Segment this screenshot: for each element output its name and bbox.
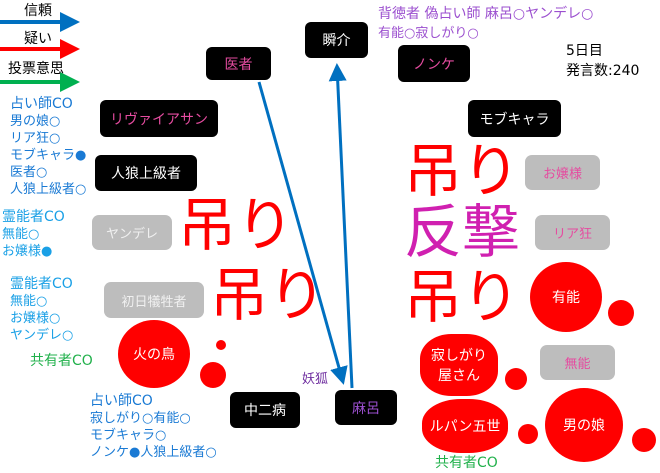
legend-arrow-vote: [0, 72, 80, 92]
player-otokonoko-dead[interactable]: 男の娘: [545, 388, 623, 462]
player-first-victim-dead[interactable]: 初日犠牲者: [104, 282, 204, 318]
blood-drop: [608, 300, 634, 326]
player-yandere-dead[interactable]: ヤンデレ: [92, 215, 172, 250]
player-doctor[interactable]: 医者: [206, 47, 271, 80]
player-lupin-dead[interactable]: ルパン五世: [422, 399, 508, 453]
player-mob[interactable]: モブキャラ: [468, 100, 561, 137]
counterattack-mark: 反撃: [404, 198, 521, 266]
sharer-claim-1: 共有者CO: [30, 353, 93, 369]
player-leviathan[interactable]: リヴァイアサン: [100, 100, 218, 137]
legend-trust: 信頼: [24, 3, 52, 19]
day-label: 5日目: [566, 43, 603, 59]
blood-drop: [200, 362, 226, 388]
legend-doubt: 疑い: [24, 31, 52, 47]
player-nonke[interactable]: ノンケ: [398, 45, 470, 82]
player-riajuu-dead[interactable]: リア狂: [535, 215, 610, 250]
hang-mark: 吊り: [210, 261, 327, 329]
blood-drop: [216, 340, 226, 350]
blood-drop: [505, 368, 527, 390]
player-chuni[interactable]: 中二病: [230, 392, 300, 428]
sharer-claim-2: 共有者CO: [435, 455, 498, 471]
header-line2: 有能○寂しがり○: [378, 26, 479, 41]
hang-mark: 吊り: [404, 263, 521, 331]
trust-arrow-maro-to-shunsuke: [328, 63, 354, 389]
hang-mark: 吊り: [178, 191, 295, 259]
post-count: 発言数:240: [566, 63, 640, 79]
player-shunsuke[interactable]: 瞬介: [305, 22, 368, 58]
legend-arrow-trust: [0, 12, 80, 32]
header-line1: 背徳者 偽占い師 麻呂○ヤンデレ○: [378, 6, 594, 22]
player-sabishigari-dead[interactable]: 寂しがり屋さん: [420, 334, 498, 396]
player-firebird-dead[interactable]: 火の鳥: [118, 320, 190, 388]
maro-role-label: 妖狐: [302, 372, 329, 387]
trust-arrow-doctor-to-maro: [257, 81, 348, 385]
player-munou-dead[interactable]: 無能: [540, 345, 615, 380]
blood-drop: [632, 428, 656, 452]
player-ojousama-dead[interactable]: お嬢様: [525, 155, 600, 190]
legend-vote: 投票意思: [8, 61, 64, 77]
player-werewolf-senior[interactable]: 人狼上級者: [95, 155, 197, 191]
blood-drop: [518, 424, 538, 444]
hang-mark: 吊り: [404, 137, 521, 205]
player-yuunou-dead[interactable]: 有能: [530, 262, 602, 332]
legend-arrow-doubt: [0, 39, 80, 59]
player-maro[interactable]: 麻呂: [335, 390, 397, 425]
